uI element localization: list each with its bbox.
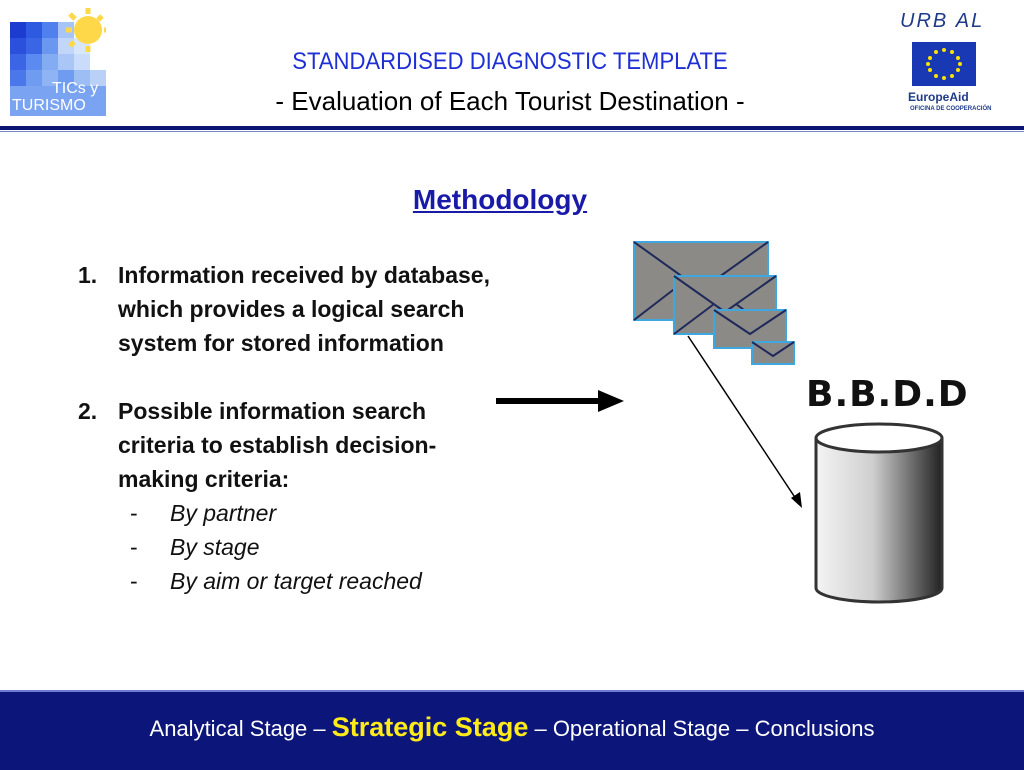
logo-left-line2: TURISMO bbox=[12, 97, 86, 114]
stage-analytical[interactable]: Analytical Stage bbox=[149, 716, 308, 741]
page-title: STANDARDISED DIAGNOSTIC TEMPLATE bbox=[292, 48, 728, 75]
sub-list-item: - By partner bbox=[78, 496, 498, 530]
header-divider-thin bbox=[0, 131, 1024, 132]
database-label: B.B.D.D bbox=[806, 374, 969, 415]
stage-strategic-current[interactable]: Strategic Stage bbox=[331, 712, 529, 742]
urbal-logo-text: URB AL bbox=[900, 10, 985, 32]
list-item: 1. Information received by database, whi… bbox=[78, 258, 498, 360]
dash-bullet: - bbox=[130, 568, 138, 594]
list-item-text: Possible information search criteria to … bbox=[118, 398, 437, 492]
tics-turismo-logo bbox=[10, 8, 106, 116]
europeaid-office-text: OFICINA DE COOPERACIÓN bbox=[910, 106, 992, 112]
database-icon bbox=[814, 422, 944, 604]
list-item-number: 1. bbox=[78, 262, 98, 288]
stage-conclusions[interactable]: Conclusions bbox=[754, 716, 875, 741]
stage-separator: – bbox=[307, 716, 332, 741]
europeaid-logo-text: EuropeAid bbox=[908, 90, 969, 104]
list-item-number: 2. bbox=[78, 398, 98, 424]
eu-stars bbox=[926, 48, 962, 80]
envelope-small-icon bbox=[713, 309, 787, 349]
stage-navigation: Analytical Stage – Strategic Stage – Ope… bbox=[0, 712, 1024, 743]
sub-list-item-text: By aim or target reached bbox=[170, 568, 422, 594]
sun-icon bbox=[66, 8, 106, 52]
page-subtitle: - Evaluation of Each Tourist Destination… bbox=[275, 86, 745, 116]
header-divider bbox=[0, 126, 1024, 130]
logo-left-line1: TICs y bbox=[52, 80, 99, 97]
flow-arrow-icon bbox=[687, 335, 802, 508]
stage-operational[interactable]: Operational Stage bbox=[552, 716, 731, 741]
sub-list-item-text: By stage bbox=[170, 534, 260, 560]
eu-flag-icon bbox=[912, 42, 976, 86]
footer-bar bbox=[0, 690, 1024, 770]
list-item-text: Information received by database, which … bbox=[118, 262, 490, 356]
sub-list-item-text: By partner bbox=[170, 500, 277, 526]
envelope-tiny-icon bbox=[751, 341, 795, 365]
stage-separator: – bbox=[528, 716, 553, 741]
right-arrow-icon bbox=[496, 390, 624, 412]
dash-bullet: - bbox=[130, 500, 138, 526]
envelopes-icon bbox=[633, 241, 795, 365]
methodology-list: 1. Information received by database, whi… bbox=[78, 258, 498, 598]
sub-list-item: - By aim or target reached bbox=[78, 564, 498, 598]
list-item: 2. Possible information search criteria … bbox=[78, 394, 498, 496]
stage-separator: – bbox=[730, 716, 755, 741]
dash-bullet: - bbox=[130, 534, 138, 560]
sub-list-item: - By stage bbox=[78, 530, 498, 564]
section-heading: Methodology bbox=[412, 184, 588, 215]
